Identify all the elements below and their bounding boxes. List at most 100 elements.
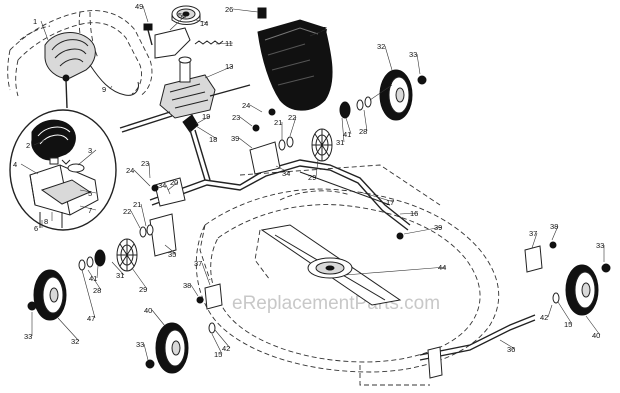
height-adjust-rod [299,171,391,206]
bracket-37-left [204,283,223,310]
callout-15: 15 [214,350,222,359]
leader-lines [20,5,605,361]
callout-49: 49 [135,2,143,11]
detail-ellipse [9,109,117,231]
callout-40: 40 [144,306,152,315]
callout-22: 22 [123,207,131,216]
callout-19: 19 [202,112,210,121]
rear-axle-rod [149,159,411,226]
callout-25: 25 [319,25,327,34]
callout-34: 34 [158,181,166,190]
leader-line-40 [151,309,166,327]
callout-50: 50 [178,11,186,20]
callout-34: 34 [282,169,290,178]
drive-cable [89,64,139,96]
callout-41: 41 [343,130,351,139]
leader-line-39 [403,226,443,235]
detail-pointer-dot [62,74,70,82]
leader-line-11 [215,42,234,45]
leader-line-21 [140,203,147,227]
leader-line-31 [111,261,125,276]
wheel-rear-right [379,69,413,121]
callout-39: 39 [434,223,442,232]
leader-line-42 [547,304,553,318]
callout-8: 8 [44,217,48,226]
callout-32: 32 [377,42,385,51]
leader-line-7 [79,205,97,211]
wheel-rear-left [33,269,67,321]
callout-36: 36 [507,345,515,354]
callout-37: 37 [194,259,202,268]
callout-15: 15 [564,320,572,329]
wheel-height-bracket [149,213,177,257]
rear-axle-rod-edge [151,165,409,231]
callout-33: 33 [409,50,417,59]
leader-line-14 [195,19,209,24]
transmission-pulley [171,5,201,25]
leader-line-18 [195,125,218,140]
callout-31: 31 [336,138,344,147]
leader-line-20 [167,181,179,191]
callout-39: 39 [231,134,239,143]
callout-44: 44 [438,263,446,272]
leader-line-1 [40,20,49,41]
callout-29: 29 [139,285,147,294]
leader-line-39 [238,137,253,149]
callout-37: 37 [529,229,537,238]
callout-21: 21 [133,200,141,209]
leader-line-47 [369,84,393,101]
leader-line-38 [551,225,559,241]
leader-line-23 [239,116,253,127]
leader-line-15 [211,333,223,355]
leader-line-25 [309,28,328,37]
leader-line-50 [169,14,187,31]
callout-47: 47 [87,314,95,323]
callout-9: 9 [102,85,106,94]
leader-line-24 [133,169,151,187]
leader-line-34 [275,165,291,174]
leader-line-41 [345,117,352,135]
callout-23: 23 [141,159,149,168]
leader-line-38 [190,284,199,297]
leader-line-24 [249,104,263,113]
callout-16: 16 [410,209,418,218]
drive-gear-left [116,238,138,272]
leader-line-47 [81,269,96,319]
leader-line-49 [142,5,149,23]
control-handle-grip [44,32,96,79]
hardware [27,75,611,369]
spring [194,40,224,45]
callout-41: 41 [89,274,97,283]
callout-33: 33 [596,241,604,250]
leader-line-22 [130,210,141,229]
callout-33: 33 [136,340,144,349]
leader-line-13 [204,65,234,79]
leader-line-29 [315,159,319,178]
callout-28: 28 [359,127,367,136]
leader-line-36 [499,339,516,350]
callout-5: 5 [88,189,92,198]
left-rear-bracket [154,177,186,207]
leader-line-37 [201,262,211,286]
leader-line-23 [148,162,151,179]
callout-17: 17 [386,198,394,207]
leader-line-15 [557,301,573,325]
leader-line-16 [399,212,419,215]
callout-47: 47 [384,81,392,90]
shift-lever [182,114,211,181]
leader-line-44 [344,266,447,276]
callout-38: 38 [550,222,558,231]
leader-line-4 [20,163,39,175]
leader-line-28 [87,269,102,291]
wheel-front-right [565,264,599,316]
detail-pointer-line [65,79,68,109]
leader-line-34 [165,184,171,195]
callout-labels: 1234567891113141515161718192021212222232… [13,2,604,359]
grass-bag [257,19,333,111]
leader-line-9 [109,85,113,90]
callout-14: 14 [200,19,208,28]
bag-knob [257,7,267,19]
callout-2: 2 [26,141,30,150]
front-axle-end-bracket [427,346,443,379]
